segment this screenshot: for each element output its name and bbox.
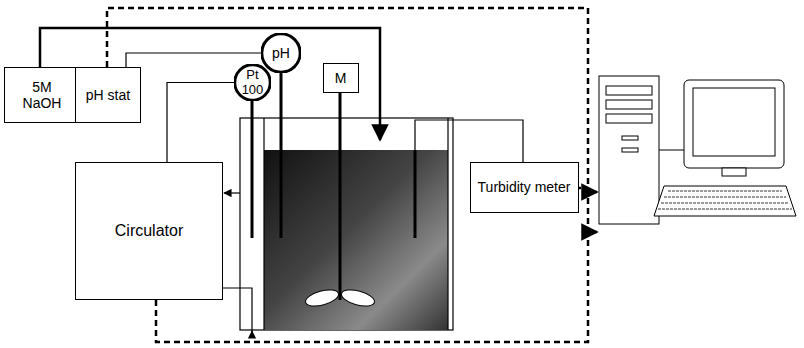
- circulator-box: Circulator: [75, 162, 223, 300]
- node-label: Turbidity meter: [478, 179, 571, 195]
- node-label: M: [331, 70, 351, 86]
- node-label: Circulator: [84, 222, 214, 240]
- signal-line: [167, 83, 234, 163]
- node-label: pH: [266, 45, 296, 61]
- node-label: 5M NaOH: [12, 79, 72, 111]
- node-label: Pt 100: [241, 68, 265, 98]
- motor-box: M: [323, 63, 359, 93]
- node-label: pH stat: [83, 87, 133, 103]
- turbidity-meter-box: Turbidity meter: [470, 162, 579, 213]
- controller-box: pH stat: [75, 67, 141, 123]
- reagent-box: 5M NaOH: [4, 67, 80, 123]
- signal-line: [126, 53, 261, 67]
- ph-meter-circle: pH: [261, 33, 301, 73]
- temperature-sensor-circle: Pt 100: [234, 64, 271, 101]
